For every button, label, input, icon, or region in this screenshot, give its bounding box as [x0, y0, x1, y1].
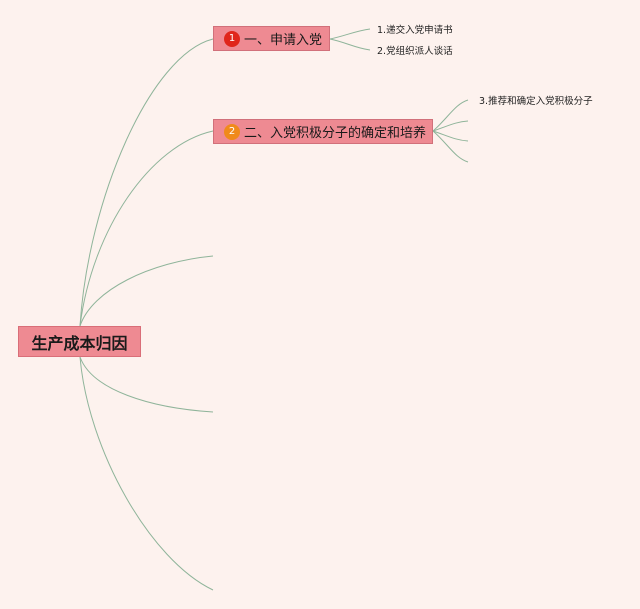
branch-node-activist[interactable]: 2 二、入党积极分子的确定和培养 [213, 119, 433, 144]
leaf-node-recommend-activist[interactable]: 3.推荐和确定入党积极分子 [479, 96, 593, 107]
number-badge-2: 2 [224, 123, 240, 140]
connector-branch2-empty-a [432, 120, 469, 132]
connector-branch1-leaf1 [329, 28, 371, 40]
connector-root-branch-2 [79, 130, 214, 327]
branch-node-label: 一、申请入党 [244, 33, 323, 48]
connector-root-empty-3 [79, 255, 214, 327]
root-node[interactable]: 生产成本归因 [18, 326, 141, 357]
connector-root-empty-4 [79, 356, 214, 413]
connector-root-branch-1 [79, 38, 214, 327]
branch-node-label: 二、入党积极分子的确定和培养 [244, 126, 427, 141]
connector-branch1-leaf2 [329, 38, 371, 51]
branch-node-apply[interactable]: 1 一、申请入党 [213, 26, 330, 51]
leaf-node-party-talk[interactable]: 2.党组织派人谈话 [377, 46, 453, 57]
root-node-label: 生产成本归因 [31, 333, 128, 353]
number-badge-1: 1 [224, 30, 240, 47]
connector-branch2-leaf3 [432, 99, 469, 132]
connector-branch2-empty-c [432, 130, 469, 163]
connector-branch2-empty-b [432, 130, 469, 142]
leaf-node-submit-application[interactable]: 1.递交入党申请书 [377, 25, 453, 36]
connector-root-empty-5 [79, 356, 214, 591]
